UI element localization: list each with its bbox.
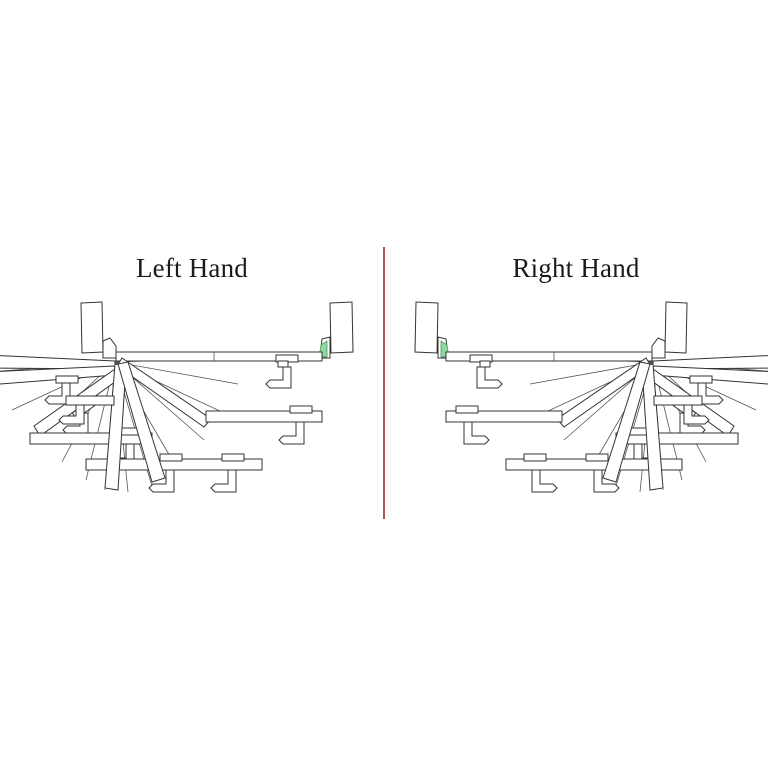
panel-title-right: Right Hand	[512, 253, 640, 283]
door-leaf-position-5	[85, 453, 263, 493]
door-leaf-closed	[445, 351, 653, 368]
door-leaf-position-8	[117, 361, 166, 483]
panel-title-left: Left Hand	[135, 253, 248, 283]
panel-right-hand: Right Hand	[384, 0, 768, 768]
lever-handle-closed	[265, 366, 292, 389]
hinge-bracket	[102, 337, 117, 359]
lever-handle-closed	[476, 366, 503, 389]
strike-jamb-block	[414, 301, 439, 354]
handle-cluster-near-pivot	[653, 395, 710, 425]
door-leaf-closed	[115, 351, 323, 368]
hinge-jamb-block	[80, 301, 104, 354]
hinge-jamb-block	[664, 301, 688, 354]
handle-cluster-near-pivot	[58, 395, 115, 425]
door-leaf-position-5	[505, 453, 683, 493]
panel-divider	[383, 247, 385, 519]
left-hand-door-swing-drawing	[0, 301, 354, 493]
right-hand-door-swing-drawing	[414, 301, 768, 493]
door-swing-geometry-mirrored	[414, 301, 768, 493]
door-swing-geometry	[0, 301, 354, 493]
hinge-bracket	[651, 337, 666, 359]
door-leaf-position-8	[602, 361, 651, 483]
door-leaf-position-6b	[205, 405, 323, 445]
panel-left-hand: Left Hand	[0, 253, 354, 493]
strike-jamb-block	[329, 301, 354, 354]
door-leaf-position-6b	[445, 405, 563, 445]
